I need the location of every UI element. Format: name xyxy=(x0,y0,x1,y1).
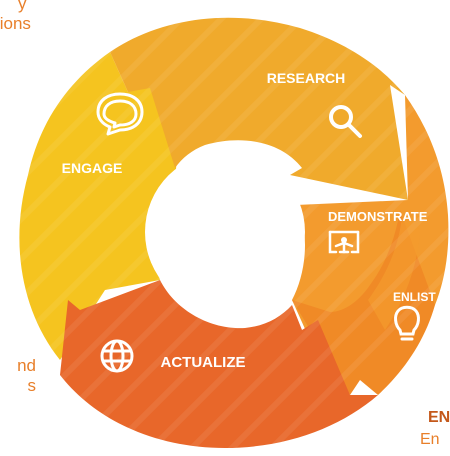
chat-bubbles-icon xyxy=(96,92,144,136)
cropped-subtitle-bottom-right: En xyxy=(420,431,440,448)
lightbulb-icon xyxy=(394,305,420,341)
cropped-text-bottom-left-line2: s xyxy=(27,376,37,395)
segment-actualize xyxy=(60,280,378,448)
cropped-text-top-left-line2: tions xyxy=(0,14,31,33)
center-hole xyxy=(145,152,305,312)
cropped-text-top-left: y tions xyxy=(0,0,31,34)
cropped-text-top-left-line1: y xyxy=(18,0,27,13)
label-engage: ENGAGE xyxy=(62,160,123,176)
cropped-title-bottom-right: EN xyxy=(428,409,450,426)
label-demonstrate: DEMONSTRATE xyxy=(328,209,428,224)
globe-icon xyxy=(100,339,134,373)
label-research: RESEARCH xyxy=(267,70,346,86)
label-enlist: ENLIST xyxy=(393,290,436,304)
segment-research xyxy=(110,17,408,200)
presenter-board-icon xyxy=(328,230,360,254)
cropped-text-bottom-left-line1: nd xyxy=(17,356,36,375)
segment-engage xyxy=(19,52,181,360)
label-actualize: ACTUALIZE xyxy=(161,354,246,371)
magnifier-icon xyxy=(329,105,362,138)
cropped-text-bottom-left: nd s xyxy=(0,356,36,396)
